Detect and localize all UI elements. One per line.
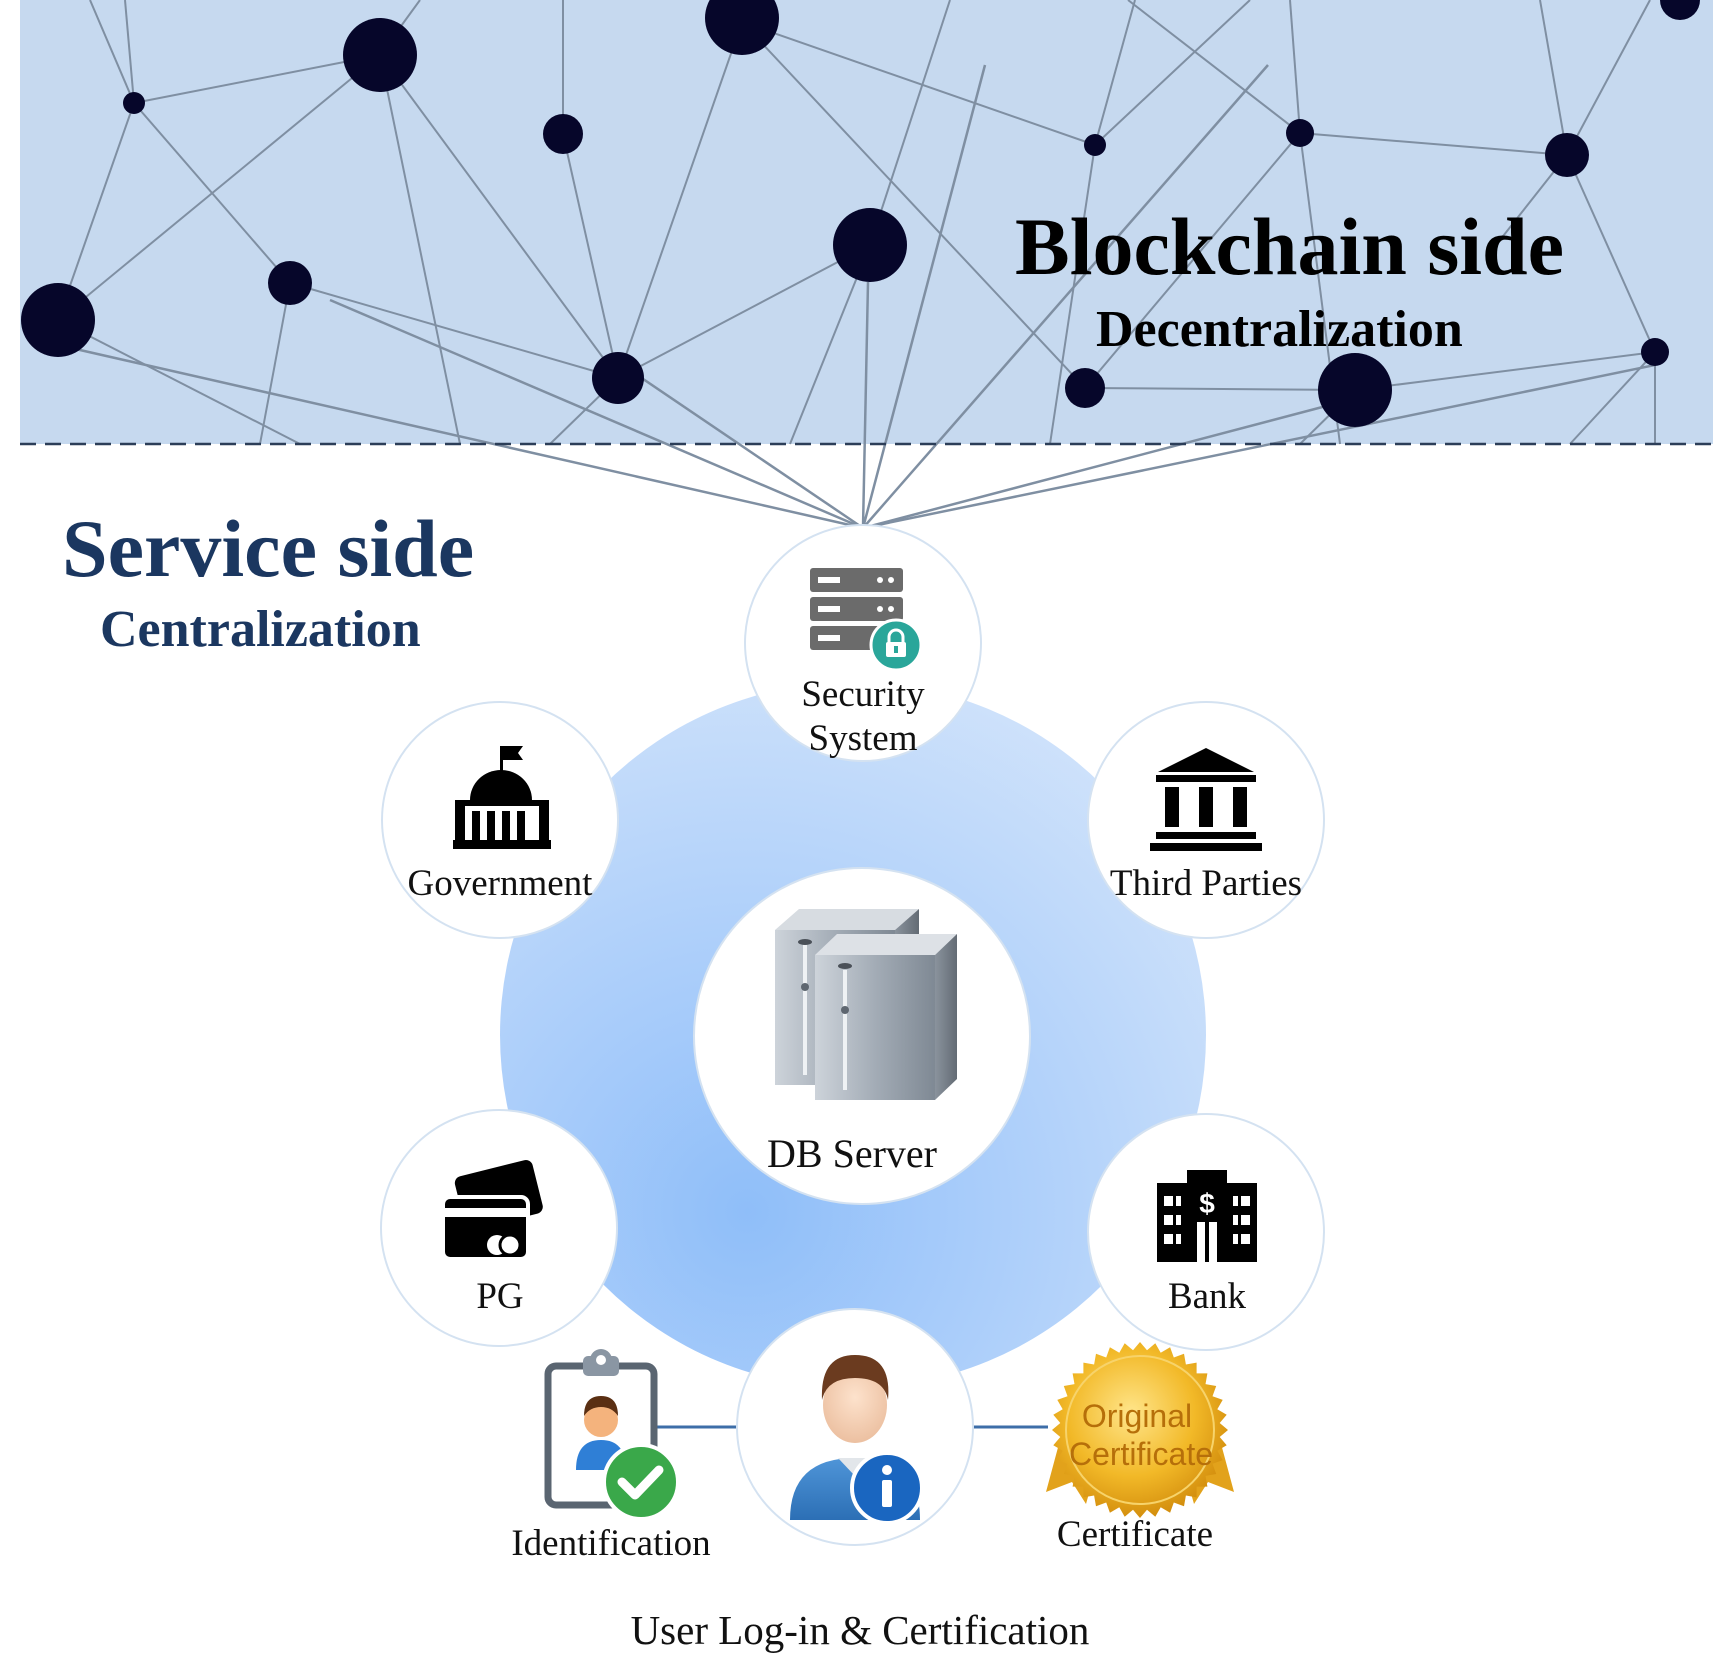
service-subtitle: Centralization [100, 601, 421, 658]
id-badge-check-icon [544, 1349, 680, 1521]
certificate-badge-line2: Certificate [1069, 1436, 1213, 1472]
bank-label: Bank [1167, 1276, 1247, 1317]
db-server-label: DB Server [767, 1131, 937, 1176]
identification-label: Identification [511, 1523, 711, 1564]
third-parties-label: Third Parties [1109, 863, 1303, 904]
blockchain-subtitle: Decentralization [1096, 301, 1463, 358]
network-nodes [21, 0, 1700, 427]
certificate-label: Certificate [1056, 1514, 1214, 1555]
credit-cards-icon [441, 1160, 543, 1261]
blockchain-title: Blockchain side [1015, 201, 1565, 292]
user-login-caption: User Log-in & Certification [630, 1607, 1090, 1653]
certificate-badge-line1: Original [1082, 1398, 1192, 1434]
security-label-line2: System [808, 718, 918, 759]
convergence-lines [57, 64, 1656, 530]
institution-columns-icon [1150, 748, 1262, 851]
node-government-circle [381, 701, 619, 939]
user-info-icon [790, 1355, 924, 1525]
government-label: Government [407, 863, 593, 904]
server-lock-icon [810, 568, 923, 672]
gold-seal-icon: Original Certificate [1046, 1342, 1234, 1518]
bank-building-icon: $ [1157, 1170, 1257, 1262]
pg-label: PG [476, 1276, 524, 1317]
db-server-icon [775, 909, 957, 1100]
capitol-building-icon [453, 746, 551, 849]
service-title: Service side [62, 503, 475, 594]
svg-text:$: $ [1199, 1188, 1215, 1219]
security-label-line1: Security [801, 674, 925, 715]
